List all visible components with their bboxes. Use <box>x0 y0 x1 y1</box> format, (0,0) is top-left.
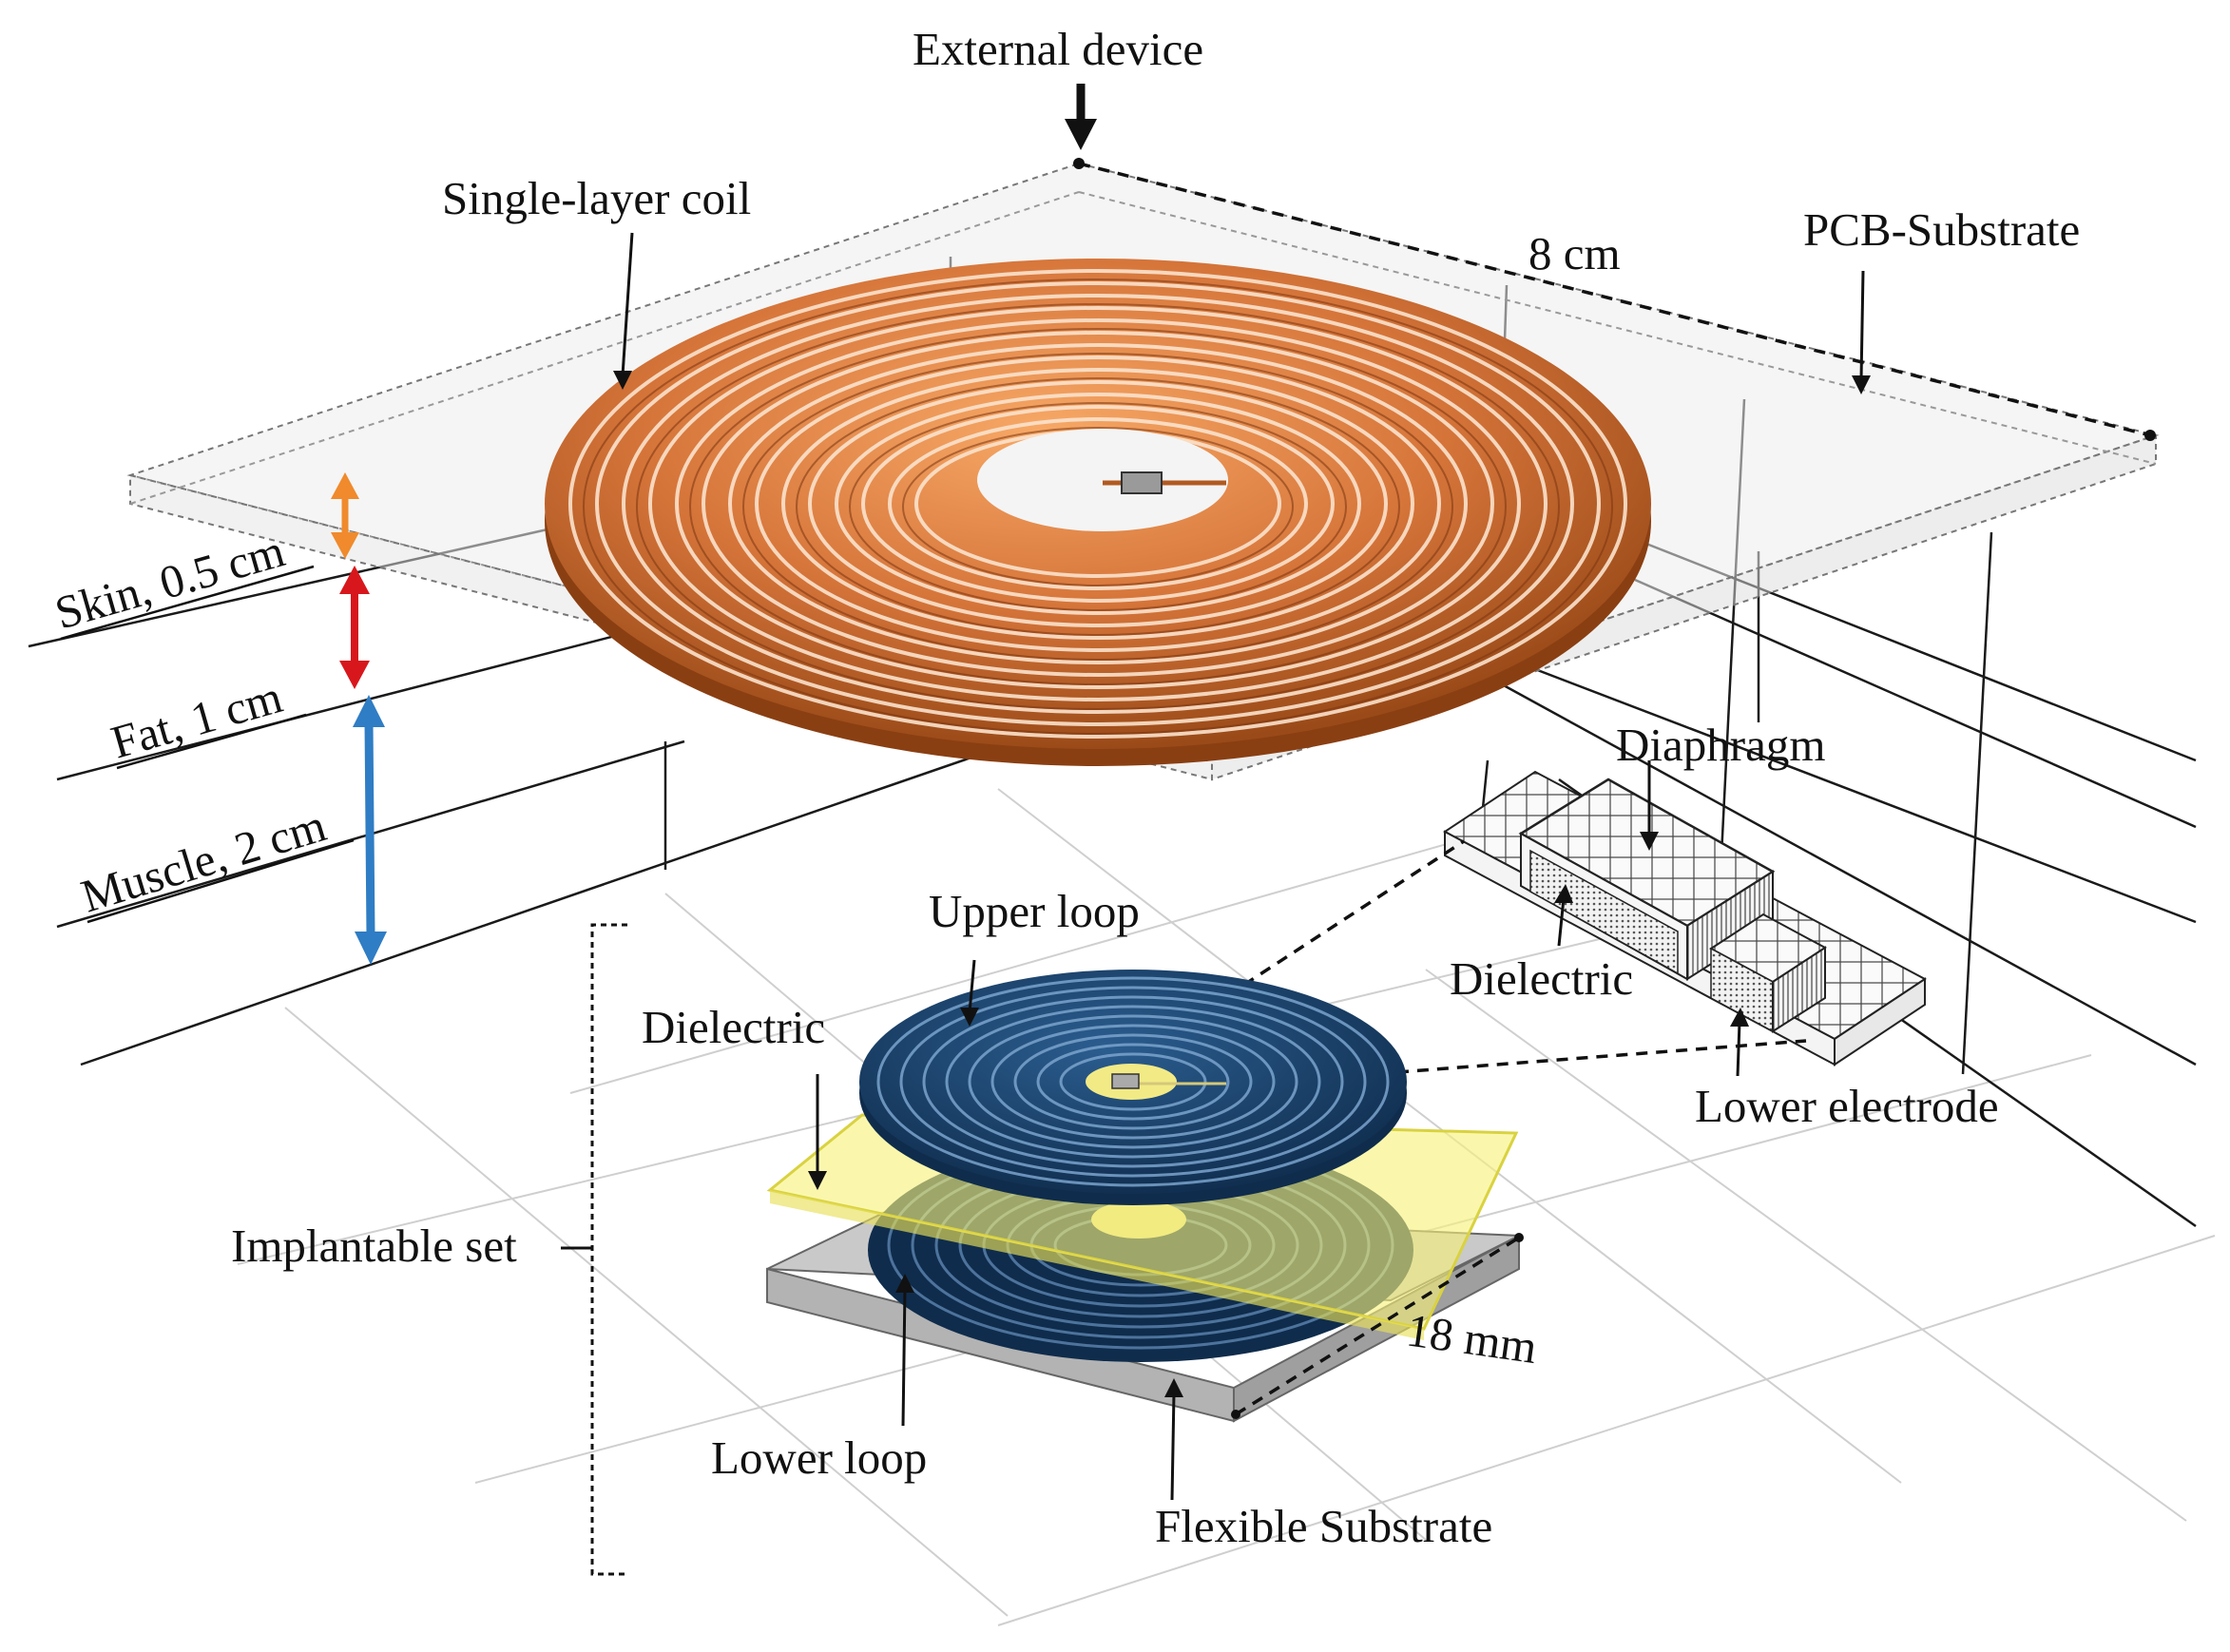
label-lower-electrode: Lower electrode <box>1695 1080 1999 1132</box>
label-lower-loop: Lower loop <box>711 1431 927 1484</box>
leader-lines <box>613 232 1871 1501</box>
label-muscle: Muscle, 2 cm <box>75 798 332 922</box>
label-skin: Skin, 0.5 cm <box>49 524 290 639</box>
fat-arrow <box>339 566 370 689</box>
dimension-18mm <box>1231 1233 1524 1419</box>
label-dimension-8cm: 8 cm <box>1528 227 1621 279</box>
label-implantable-set: Implantable set <box>231 1220 517 1272</box>
label-dimension-18mm: 18 mm <box>1403 1303 1540 1373</box>
sensor-detail <box>1443 770 1927 1066</box>
single-layer-coil <box>545 259 1651 766</box>
skin-arrow <box>331 472 359 559</box>
implantable-set-bracket <box>561 923 627 1576</box>
label-single-layer-coil: Single-layer coil <box>442 172 751 224</box>
label-dielectric-implant: Dielectric <box>642 1001 825 1053</box>
label-fat: Fat, 1 cm <box>106 670 288 769</box>
label-diaphragm: Diaphragm <box>1616 719 1825 771</box>
label-upper-loop: Upper loop <box>929 885 1140 937</box>
upper-loop <box>859 970 1407 1205</box>
muscle-arrow <box>353 695 387 965</box>
label-dielectric-sensor: Dielectric <box>1450 952 1633 1005</box>
external-device-arrow <box>1065 84 1097 150</box>
label-external-device: External device <box>913 23 1203 75</box>
label-flexible-substrate: Flexible Substrate <box>1155 1500 1492 1552</box>
label-pcb-substrate: PCB-Substrate <box>1803 203 2080 256</box>
dimension-8cm <box>1073 158 2156 441</box>
